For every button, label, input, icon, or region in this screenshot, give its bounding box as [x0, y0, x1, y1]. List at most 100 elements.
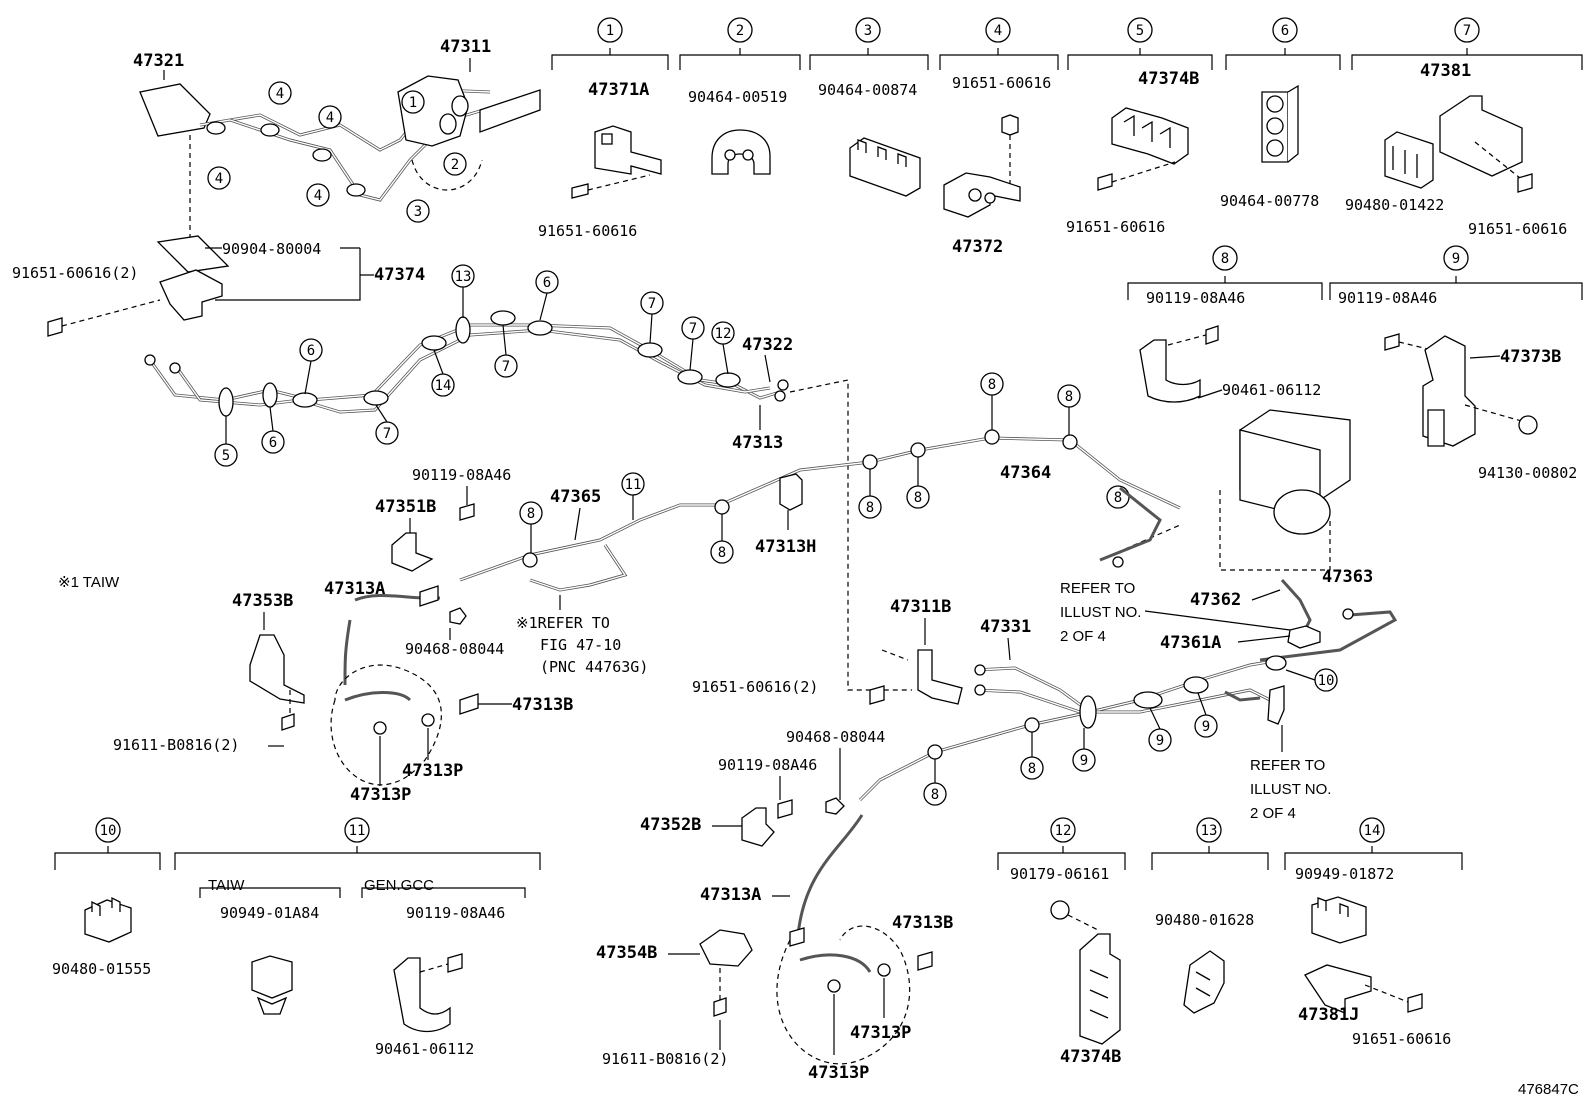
svg-text:90464-00519: 90464-00519: [688, 88, 787, 106]
kit-headers-top: 1 2 3 4 5 6 7 8 9 10 11 12 13 14: [54, 17, 1583, 898]
svg-text:90119-08A46: 90119-08A46: [1146, 289, 1245, 307]
callout-6: 6: [299, 338, 323, 362]
kit-5: 47374B 91651-60616: [1066, 69, 1199, 236]
upper-left-assembly: 47321 47311 4 4 4 4 1 2 3: [133, 37, 541, 240]
svg-text:90468-08044: 90468-08044: [786, 728, 885, 746]
kit-header-circle-10: 10: [95, 817, 121, 843]
callout-6: 6: [535, 270, 559, 294]
svg-text:47313A: 47313A: [324, 579, 385, 599]
kit-header-circle-9: 9: [1443, 245, 1469, 271]
svg-text:6: 6: [307, 343, 315, 359]
svg-text:90949-01872: 90949-01872: [1295, 865, 1394, 883]
kit-3: 90464-00874: [818, 81, 921, 197]
svg-text:※1REFER TO: ※1REFER TO: [516, 614, 610, 632]
svg-text:90480-01422: 90480-01422: [1345, 196, 1444, 214]
svg-text:90480-01555: 90480-01555: [52, 960, 151, 978]
callout-9: 9: [1194, 714, 1218, 738]
callout-8: 8: [710, 540, 734, 564]
svg-text:8: 8: [1028, 761, 1036, 777]
svg-text:1: 1: [409, 95, 417, 111]
svg-text:47313P: 47313P: [402, 761, 463, 781]
callout-7: 7: [640, 291, 664, 315]
svg-text:2: 2: [736, 23, 744, 39]
svg-text:8: 8: [527, 506, 535, 522]
svg-text:47381: 47381: [1420, 61, 1471, 81]
svg-text:91651-60616(2): 91651-60616(2): [12, 264, 138, 282]
callout-2: 2: [443, 152, 467, 176]
svg-text:47321: 47321: [133, 51, 184, 71]
svg-text:9: 9: [1080, 753, 1088, 769]
actuator-module: 47362 47363 47361A: [1099, 409, 1398, 662]
svg-text:12: 12: [1055, 823, 1072, 839]
svg-text:14: 14: [1364, 823, 1381, 839]
svg-text:91611-B0816(2): 91611-B0816(2): [602, 1050, 728, 1068]
svg-text:(PNC 44763G): (PNC 44763G): [540, 658, 648, 676]
kit-header-circle-11: 11: [344, 817, 370, 843]
svg-text:4: 4: [276, 86, 284, 102]
svg-text:47313H: 47313H: [755, 537, 816, 557]
svg-text:ILLUST NO.: ILLUST NO.: [1060, 604, 1141, 621]
svg-text:7: 7: [1463, 23, 1471, 39]
svg-text:91651-60616: 91651-60616: [1468, 220, 1567, 238]
svg-text:47351B: 47351B: [375, 497, 436, 517]
svg-text:3: 3: [864, 23, 872, 39]
svg-text:90119-08A46: 90119-08A46: [1338, 289, 1437, 307]
left-hose-cluster: 47353B 91611-B0816(2) 47313A 47313B 4731…: [113, 579, 573, 805]
svg-text:90461-06112: 90461-06112: [1222, 381, 1321, 399]
svg-text:90468-08044: 90468-08044: [405, 640, 504, 658]
callout-8: 8: [923, 782, 947, 806]
callout-4: 4: [306, 183, 330, 207]
leader-dashed-main: [789, 379, 912, 691]
kit-10: 90480-01555: [52, 896, 151, 978]
kit-header-circle-6: 6: [1272, 17, 1298, 43]
kit-7: 47381 90480-01422 91651-60616: [1345, 61, 1567, 238]
kit-8: 90119-08A46 90461-06112: [1139, 289, 1321, 403]
svg-text:47322: 47322: [742, 335, 793, 355]
refer-illust-a: REFER TO ILLUST NO. 2 OF 4: [1060, 580, 1291, 645]
svg-text:9: 9: [1452, 251, 1460, 267]
svg-text:47311B: 47311B: [890, 597, 951, 617]
svg-text:7: 7: [383, 426, 391, 442]
svg-text:8: 8: [931, 787, 939, 803]
svg-text:91651-60616: 91651-60616: [952, 74, 1051, 92]
callout-6: 6: [261, 430, 285, 454]
svg-text:47311: 47311: [440, 37, 491, 57]
callout-7: 7: [681, 316, 705, 340]
kit-header-circle-7: 7: [1454, 17, 1480, 43]
callout-14: 14: [431, 373, 455, 397]
svg-text:90949-01A84: 90949-01A84: [220, 904, 319, 922]
svg-text:FIG 47-10: FIG 47-10: [540, 636, 621, 654]
kit-header-circle-1: 1: [597, 17, 623, 43]
svg-text:47373B: 47373B: [1500, 347, 1561, 367]
svg-text:1: 1: [606, 23, 614, 39]
svg-text:47354B: 47354B: [596, 943, 657, 963]
svg-text:14: 14: [435, 378, 452, 394]
svg-text:47362: 47362: [1190, 590, 1241, 610]
svg-text:91651-60616: 91651-60616: [1352, 1030, 1451, 1048]
svg-text:4: 4: [326, 110, 334, 126]
svg-text:47313: 47313: [732, 433, 783, 453]
svg-text:4: 4: [215, 171, 223, 187]
diagram-code: 476847C: [1518, 1081, 1579, 1098]
kit-header-circle-14: 14: [1359, 817, 1385, 843]
svg-text:47313B: 47313B: [512, 695, 573, 715]
svg-text:90179-06161: 90179-06161: [1010, 865, 1109, 883]
kit-header-circle-2: 2: [727, 17, 753, 43]
svg-text:47352B: 47352B: [640, 815, 701, 835]
svg-text:GEN.GCC: GEN.GCC: [364, 877, 434, 894]
callout-12: 12: [711, 321, 735, 345]
svg-text:11: 11: [349, 823, 366, 839]
svg-text:ILLUST NO.: ILLUST NO.: [1250, 781, 1331, 798]
callout-9: 9: [1072, 748, 1096, 772]
callout-8: 8: [519, 501, 543, 525]
callout-8: 8: [1020, 756, 1044, 780]
kit-header-circle-5: 5: [1127, 17, 1153, 43]
svg-text:47313A: 47313A: [700, 885, 761, 905]
note-taiw: ※1 TAIW: [58, 574, 120, 591]
refer-illust-b: REFER TO ILLUST NO. 2 OF 4: [1250, 725, 1331, 822]
svg-text:10: 10: [1318, 673, 1335, 689]
svg-text:13: 13: [1201, 823, 1218, 839]
svg-text:91651-60616: 91651-60616: [538, 222, 637, 240]
svg-text:90464-00874: 90464-00874: [818, 81, 917, 99]
refer-fig-note: ※1REFER TO FIG 47-10 (PNC 44763G): [516, 595, 648, 676]
